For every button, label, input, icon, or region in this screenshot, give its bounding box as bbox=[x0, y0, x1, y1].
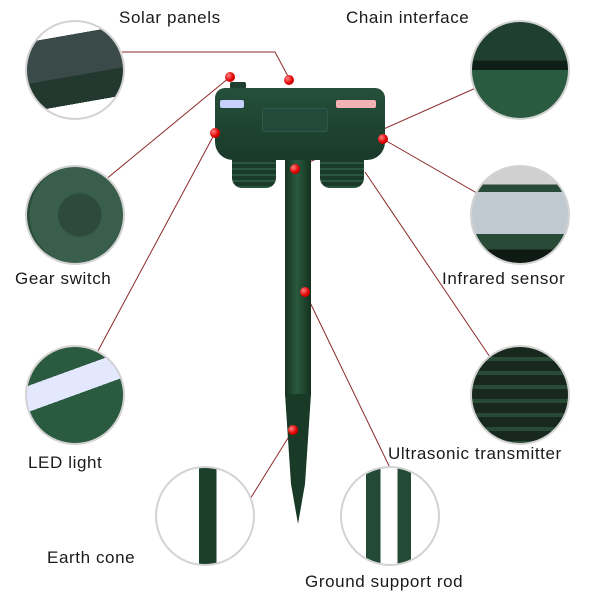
line-solar-panels bbox=[122, 51, 291, 81]
detail-solar-panels bbox=[25, 20, 125, 120]
line-led-light bbox=[84, 132, 216, 376]
detail-led-light bbox=[25, 345, 125, 445]
detail-ultrasonic-transmitter bbox=[470, 345, 570, 445]
support-pole bbox=[285, 160, 311, 396]
led-blue bbox=[220, 100, 244, 108]
label-earth-cone: Earth cone bbox=[47, 548, 136, 567]
right-fins bbox=[320, 158, 364, 188]
label-chain-interface: Chain interface bbox=[346, 8, 470, 27]
label-ground-support-rod: Ground support rod bbox=[305, 572, 464, 591]
label-infrared-sensor: Infrared sensor bbox=[442, 269, 566, 288]
detail-chain-interface bbox=[470, 20, 570, 120]
label-ultrasonic-transmitter: Ultrasonic transmitter bbox=[388, 444, 562, 463]
line-gear-switch bbox=[104, 76, 231, 181]
detail-infrared-sensor bbox=[470, 165, 570, 265]
marker-ground-support-rod bbox=[300, 287, 310, 297]
head-panel bbox=[262, 108, 328, 132]
marker-solar-panels bbox=[284, 75, 294, 85]
gear-knob bbox=[230, 82, 246, 92]
marker-led-light bbox=[210, 128, 220, 138]
marker-infrared-sensor bbox=[378, 134, 388, 144]
label-gear-switch: Gear switch bbox=[15, 269, 112, 288]
led-red bbox=[336, 100, 376, 108]
detail-earth-cone bbox=[155, 466, 255, 566]
detail-ground-support-rod bbox=[340, 466, 440, 566]
line-ultrasonic-transmitter bbox=[364, 171, 493, 361]
label-led-light: LED light bbox=[28, 453, 103, 472]
left-fins bbox=[232, 158, 276, 188]
earth-cone-spike bbox=[285, 394, 311, 524]
label-solar-panels: Solar panels bbox=[119, 8, 221, 27]
line-ground-support-rod bbox=[304, 291, 393, 473]
marker-chain-interface bbox=[290, 164, 300, 174]
marker-earth-cone bbox=[288, 425, 298, 435]
marker-gear-switch bbox=[225, 72, 235, 82]
detail-gear-switch bbox=[25, 165, 125, 265]
